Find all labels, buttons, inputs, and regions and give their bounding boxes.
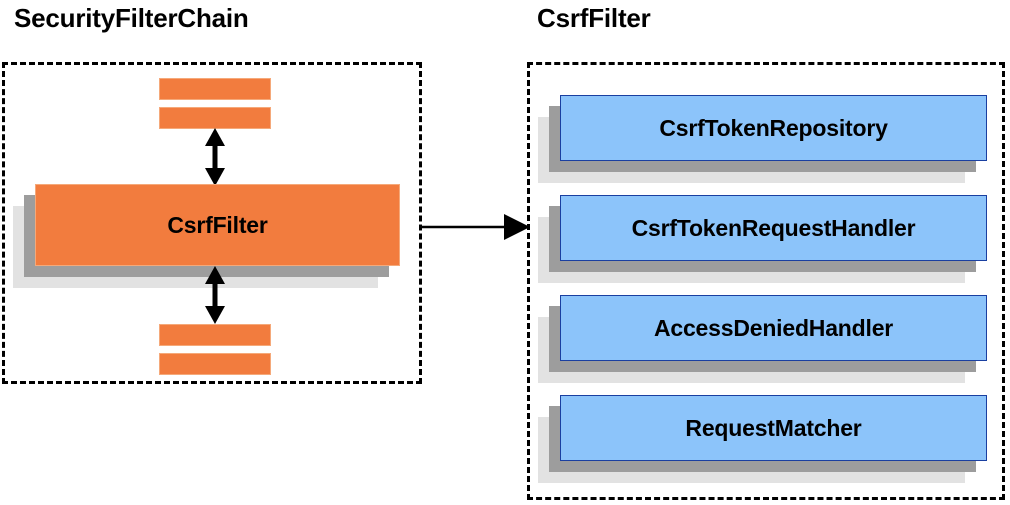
card-label-csrftokenrepository: CsrfTokenRepository xyxy=(659,114,888,141)
filter-slab-above-2 xyxy=(159,107,271,129)
card-face: CsrfFilter xyxy=(35,184,400,266)
card-csrffilter[interactable]: CsrfFilter xyxy=(13,184,400,288)
filter-slab-below-2 xyxy=(159,353,271,375)
card-label-accessdeniedhandler: AccessDeniedHandler xyxy=(653,314,894,341)
arrow-right-connector-icon xyxy=(420,214,530,240)
card-face: CsrfTokenRepository xyxy=(560,95,987,161)
card-accessdeniedhandler[interactable]: AccessDeniedHandler xyxy=(538,295,987,383)
group-box-csrffilter xyxy=(527,62,1005,500)
card-label-requestmatcher: RequestMatcher xyxy=(685,414,862,441)
page-title-csrffilter: CsrfFilter xyxy=(537,3,651,33)
filter-slab-below-1 xyxy=(159,324,271,346)
filter-slab-above-1 xyxy=(159,78,271,100)
card-face: RequestMatcher xyxy=(560,395,987,461)
card-label-csrffilter: CsrfFilter xyxy=(167,211,268,238)
card-face: AccessDeniedHandler xyxy=(560,295,987,361)
card-csrftokenrequesthandler[interactable]: CsrfTokenRequestHandler xyxy=(538,195,987,283)
card-requestmatcher[interactable]: RequestMatcher xyxy=(538,395,987,483)
card-csrftokenrepository[interactable]: CsrfTokenRepository xyxy=(538,95,987,183)
arrow-vertical-top-icon xyxy=(205,128,225,186)
page-title-securityfilterchain: SecurityFilterChain xyxy=(14,3,249,33)
card-label-csrftokenrequesthandler: CsrfTokenRequestHandler xyxy=(631,214,916,241)
arrow-vertical-bottom-icon xyxy=(205,266,225,324)
card-face: CsrfTokenRequestHandler xyxy=(560,195,987,261)
group-box-securityfilterchain xyxy=(2,62,422,384)
